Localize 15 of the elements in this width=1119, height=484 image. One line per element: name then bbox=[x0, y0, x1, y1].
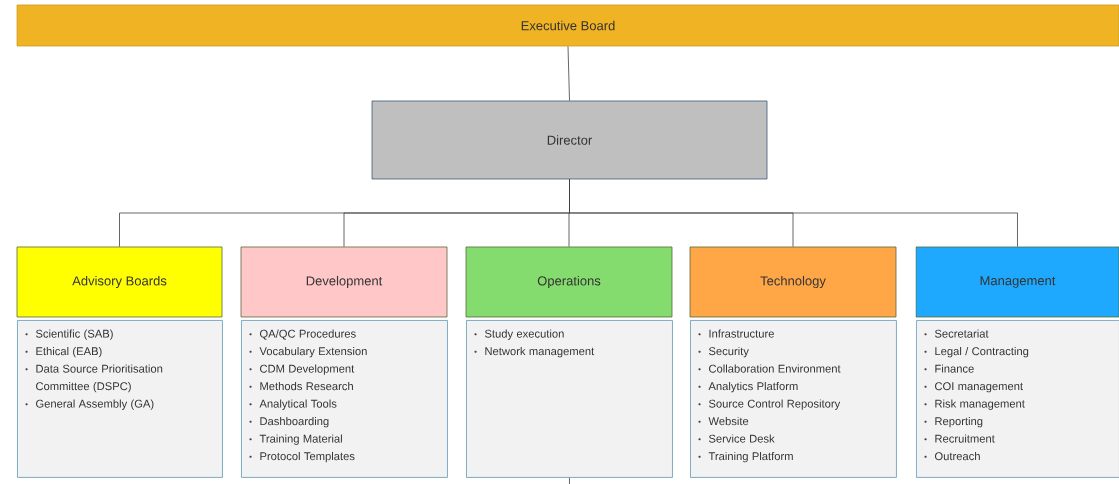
department-header: Advisory Boards bbox=[16, 246, 223, 318]
item-list-box: Study execution Network management bbox=[466, 320, 673, 478]
connector-line bbox=[567, 46, 570, 101]
item-list-box: Scientific (SAB) Ethical (EAB) Data Source Prioritisation Committee (DSPC) General Assembly (GA) bbox=[17, 320, 223, 478]
director-box: Director bbox=[371, 100, 768, 180]
connector-line bbox=[569, 179, 1018, 247]
item-list-box: QA/QC Procedures Vocabulary Extension CDM Development Methods Research Analytical Tools Dashboarding Training Material Protocol Templates bbox=[241, 320, 448, 478]
department-header: Operations bbox=[465, 246, 673, 318]
item-list-box: Infrastructure Security Collaboration Environment Analytics Platform Source Control Repository Website Service Desk Training Platform bbox=[690, 320, 897, 478]
exec-board-box: Executive Board bbox=[16, 4, 1119, 47]
department-header: Development bbox=[240, 246, 448, 318]
connector-line bbox=[569, 477, 570, 484]
department-header: Technology bbox=[689, 246, 897, 318]
department-header: Management bbox=[915, 246, 1119, 318]
item-list-box: Secretariat Legal / Contracting Finance COI management Risk management Reporting Recruitment Outreach bbox=[916, 320, 1119, 478]
